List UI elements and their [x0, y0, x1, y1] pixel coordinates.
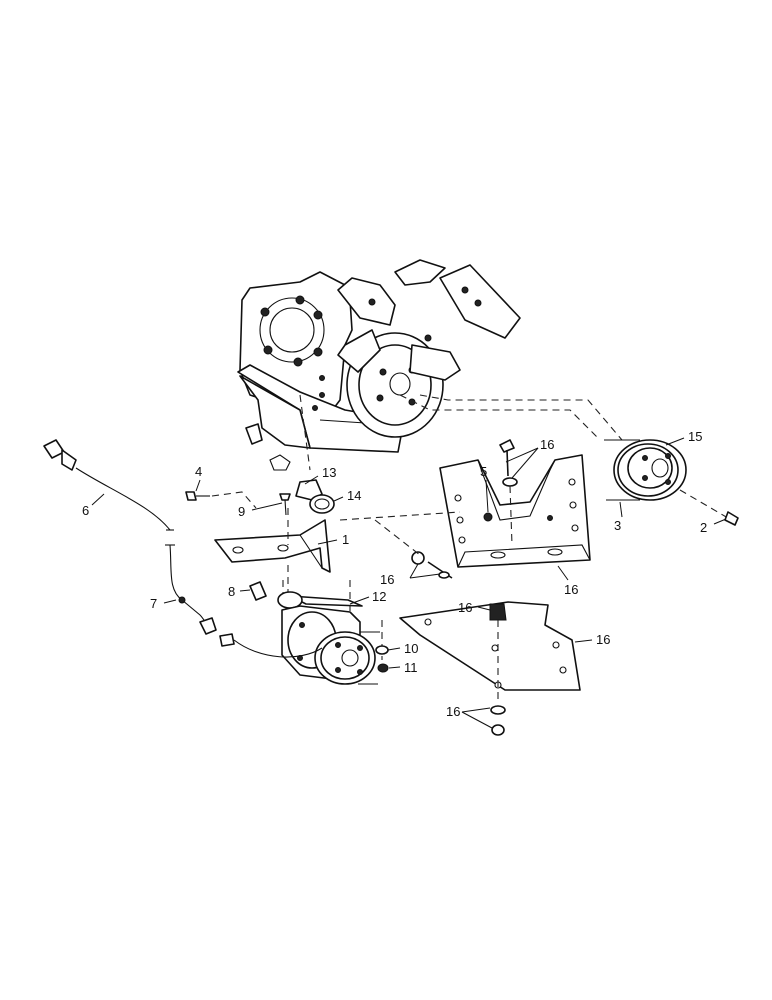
callout-9: 9 — [238, 504, 245, 519]
callout-16-a: 16 — [540, 437, 554, 452]
mount-bolt-side — [411, 551, 453, 579]
callout-12: 12 — [372, 589, 386, 604]
ring-14 — [309, 494, 335, 514]
bolt-4 — [185, 491, 257, 509]
callout-1: 1 — [342, 532, 349, 547]
callout-16-b: 16 — [380, 572, 394, 587]
callout-10: 10 — [404, 641, 418, 656]
callout-11: 11 — [404, 660, 418, 675]
callout-2: 2 — [700, 520, 707, 535]
rubber-mount — [489, 603, 507, 700]
callout-leaders — [91, 437, 727, 729]
callout-7: 7 — [150, 596, 157, 611]
callout-16-e: 16 — [596, 632, 610, 647]
callout-6: 6 — [82, 503, 89, 518]
pulley-bolt — [679, 489, 739, 526]
callout-15: 15 — [688, 429, 702, 444]
callout-5: 5 — [480, 464, 487, 479]
callout-14: 14 — [347, 488, 361, 503]
temperature-sensor-wire — [43, 439, 323, 658]
callout-8: 8 — [228, 584, 235, 599]
callout-16-d: 16 — [458, 600, 472, 615]
callout-4: 4 — [195, 464, 202, 479]
bolt-9 — [279, 493, 291, 516]
callout-13: 13 — [322, 465, 336, 480]
pulley — [604, 439, 687, 501]
washers-10-11 — [375, 620, 389, 673]
callout-16-c: 16 — [564, 582, 578, 597]
callout-16-f: 16 — [446, 704, 460, 719]
callout-labels: 1 2 3 4 5 6 7 8 9 10 11 12 13 14 15 16 1… — [82, 429, 707, 719]
engine-mount-bracket — [439, 454, 591, 568]
fitting-8 — [249, 581, 267, 601]
engine-assembly — [237, 259, 521, 453]
pump-bracket — [214, 508, 331, 600]
water-pump — [277, 580, 380, 685]
callout-3: 3 — [614, 518, 621, 533]
washers-bottom — [490, 705, 506, 736]
mount-bolt-top — [499, 439, 518, 546]
